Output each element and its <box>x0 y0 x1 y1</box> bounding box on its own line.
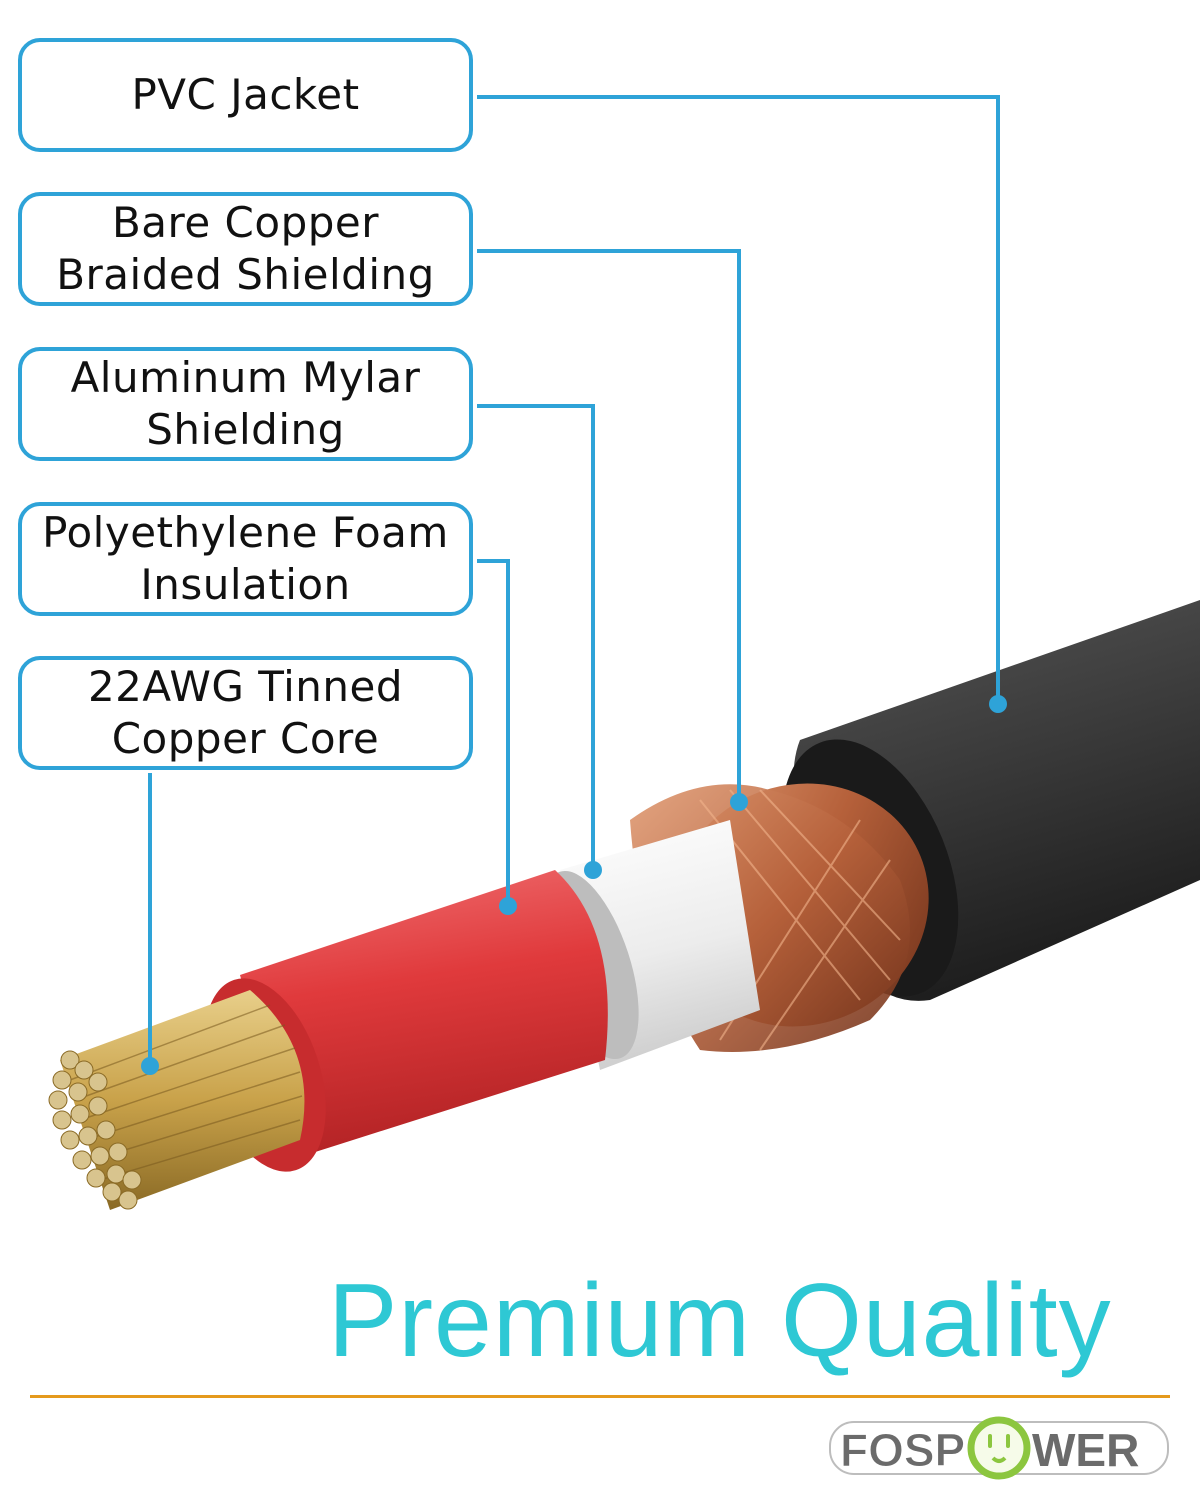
leader-dots <box>141 695 1007 1075</box>
label-text: Insulation <box>140 560 351 609</box>
label-text: Polyethylene Foam <box>42 508 449 557</box>
label-text: Braided Shielding <box>56 250 435 299</box>
leader-lines <box>148 95 1000 1066</box>
label-braided-shielding: Bare Copper Braided Shielding <box>18 192 473 306</box>
logo-text-right: WER <box>1032 1424 1139 1476</box>
logo-text-left: FOSP <box>840 1424 965 1476</box>
fospower-logo: FOSP WER <box>829 1416 1169 1480</box>
label-foam-insulation: Polyethylene Foam Insulation <box>18 502 473 616</box>
cable-illustration <box>48 95 1200 1210</box>
label-text: 22AWG Tinned <box>87 662 404 711</box>
label-pvc-jacket: PVC Jacket <box>18 38 473 152</box>
label-copper-core: 22AWG Tinned Copper Core <box>18 656 473 770</box>
label-mylar-shielding: Aluminum Mylar Shielding <box>18 347 473 461</box>
divider <box>30 1395 1170 1398</box>
headline: Premium Quality <box>328 1263 1112 1379</box>
label-text: Shielding <box>146 405 345 454</box>
label-text: Copper Core <box>111 714 380 763</box>
label-text: PVC Jacket <box>131 70 360 119</box>
label-text: Bare Copper <box>111 198 380 247</box>
copper-core-shape <box>48 990 305 1210</box>
label-text: Aluminum Mylar <box>70 353 421 402</box>
plug-icon <box>967 1416 1031 1480</box>
